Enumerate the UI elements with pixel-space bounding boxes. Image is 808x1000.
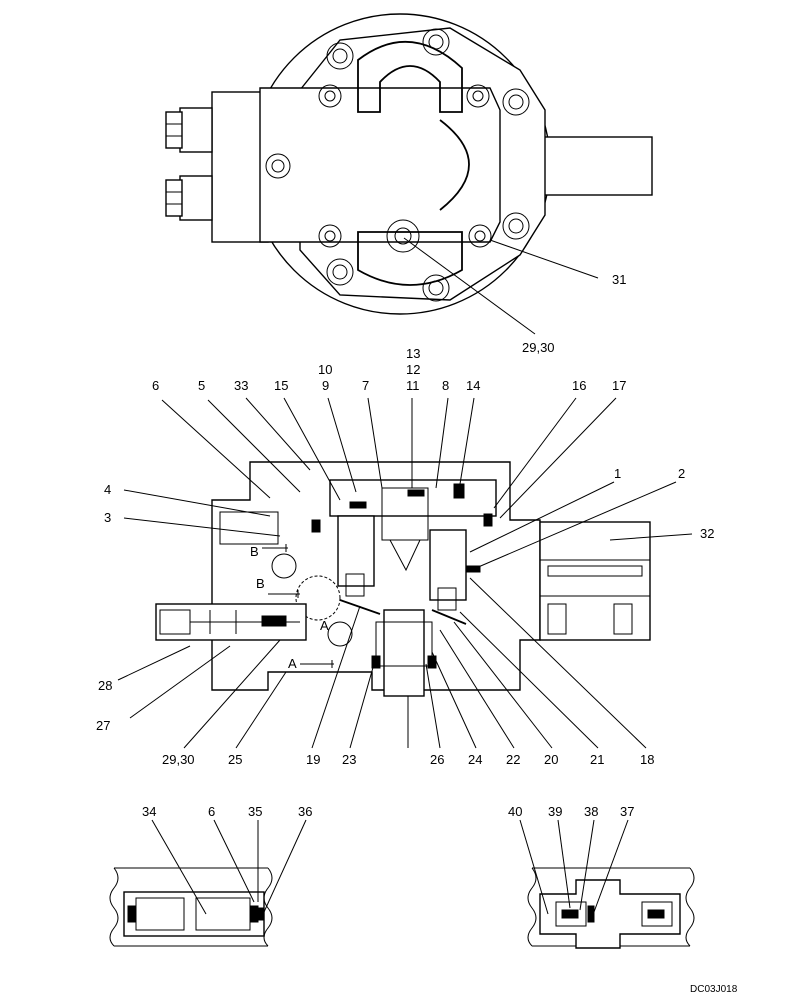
block-bolts: [265, 84, 492, 253]
callout-16: 16: [572, 378, 586, 393]
callout-14: 14: [466, 378, 480, 393]
callout-20: 20: [544, 752, 558, 767]
callout-12: 12: [406, 362, 420, 377]
callout-7: 7: [362, 378, 369, 393]
callout-19: 19: [306, 752, 320, 767]
section-mark-a-lower: A: [288, 656, 297, 671]
callout-15: 15: [274, 378, 288, 393]
relief-valve-plugs: [165, 107, 213, 221]
detail-view-b-b: [109, 819, 307, 947]
callout-27: 27: [96, 718, 110, 733]
callout-24: 24: [468, 752, 482, 767]
callout-40: 40: [508, 804, 522, 819]
callout-22: 22: [506, 752, 520, 767]
callout-8: 8: [442, 378, 449, 393]
callout-1: 1: [614, 466, 621, 481]
main-cross-section: [117, 397, 693, 749]
callout-31: 31: [612, 272, 626, 287]
callout-6-detail: 6: [208, 804, 215, 819]
callout-26: 26: [430, 752, 444, 767]
callout-35: 35: [248, 804, 262, 819]
callout-2: 2: [678, 466, 685, 481]
callout-3: 3: [104, 510, 111, 525]
callout-21: 21: [590, 752, 604, 767]
callout-11: 11: [406, 378, 420, 393]
callout-10: 10: [318, 362, 332, 377]
callout-9: 9: [322, 378, 329, 393]
callout-4: 4: [104, 482, 111, 497]
callout-32: 32: [700, 526, 714, 541]
callout-29-30-main: 29,30: [162, 752, 195, 767]
section-mark-b-upper: B: [250, 544, 259, 559]
callout-6: 6: [152, 378, 159, 393]
callout-36: 36: [298, 804, 312, 819]
callout-28: 28: [98, 678, 112, 693]
callout-34: 34: [142, 804, 156, 819]
callout-17: 17: [612, 378, 626, 393]
top-view-motor: [165, 13, 653, 335]
section-mark-a-right: A: [320, 618, 329, 633]
callout-25: 25: [228, 752, 242, 767]
callout-29-30-top: 29,30: [522, 340, 555, 355]
callout-37: 37: [620, 804, 634, 819]
detail-view-a-a: [519, 819, 695, 949]
callout-38: 38: [584, 804, 598, 819]
callout-5: 5: [198, 378, 205, 393]
callout-18: 18: [640, 752, 654, 767]
leader-lines: [117, 397, 693, 749]
callout-39: 39: [548, 804, 562, 819]
callout-13: 13: [406, 346, 420, 361]
section-mark-b-lower: B: [256, 576, 265, 591]
callout-23: 23: [342, 752, 356, 767]
callout-33: 33: [234, 378, 248, 393]
drawing-reference: DC03J018: [690, 984, 738, 995]
